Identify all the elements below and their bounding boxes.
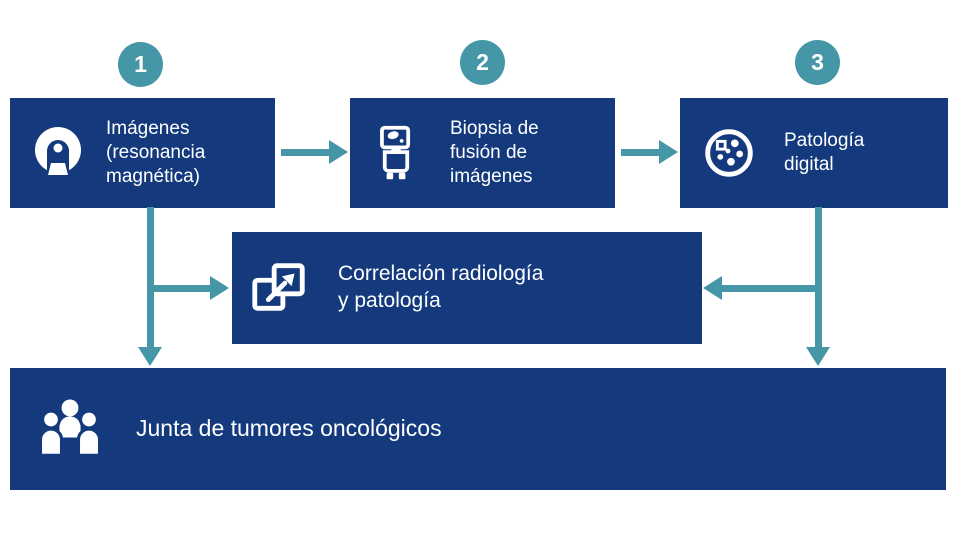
step-number-badge-1: 1 <box>118 42 163 87</box>
digital-pathology-dish-icon <box>705 129 753 177</box>
step-number: 2 <box>476 49 489 75</box>
fusion-biopsy-machine-icon <box>380 125 411 180</box>
step-number: 3 <box>811 49 824 75</box>
step-box-fusion-biopsy: Biopsia de fusión de imágenes <box>350 98 615 208</box>
step-number-badge-2: 2 <box>460 40 505 85</box>
people-group-icon <box>38 399 102 457</box>
step-label-fusion-biopsy: Biopsia de fusión de imágenes <box>450 117 539 188</box>
step-box-imaging: Imágenes (resonancia magnética) <box>10 98 275 208</box>
step-number-badge-3: 3 <box>795 40 840 85</box>
step-label-digital-pathology: Patología digital <box>784 129 865 175</box>
correlation-screens-arrow-icon <box>252 263 305 311</box>
tumor-board-box: Junta de tumores oncológicos <box>10 368 946 490</box>
correlation-box: Correlación radiología y patología <box>232 232 702 344</box>
tumor-board-label: Junta de tumores oncológicos <box>136 415 442 442</box>
correlation-label: Correlación radiología y patología <box>338 262 544 312</box>
step-label-imaging: Imágenes (resonancia magnética) <box>106 117 206 188</box>
step-box-digital-pathology: Patología digital <box>680 98 948 208</box>
mri-scanner-icon <box>35 127 81 175</box>
step-number: 1 <box>134 51 147 77</box>
